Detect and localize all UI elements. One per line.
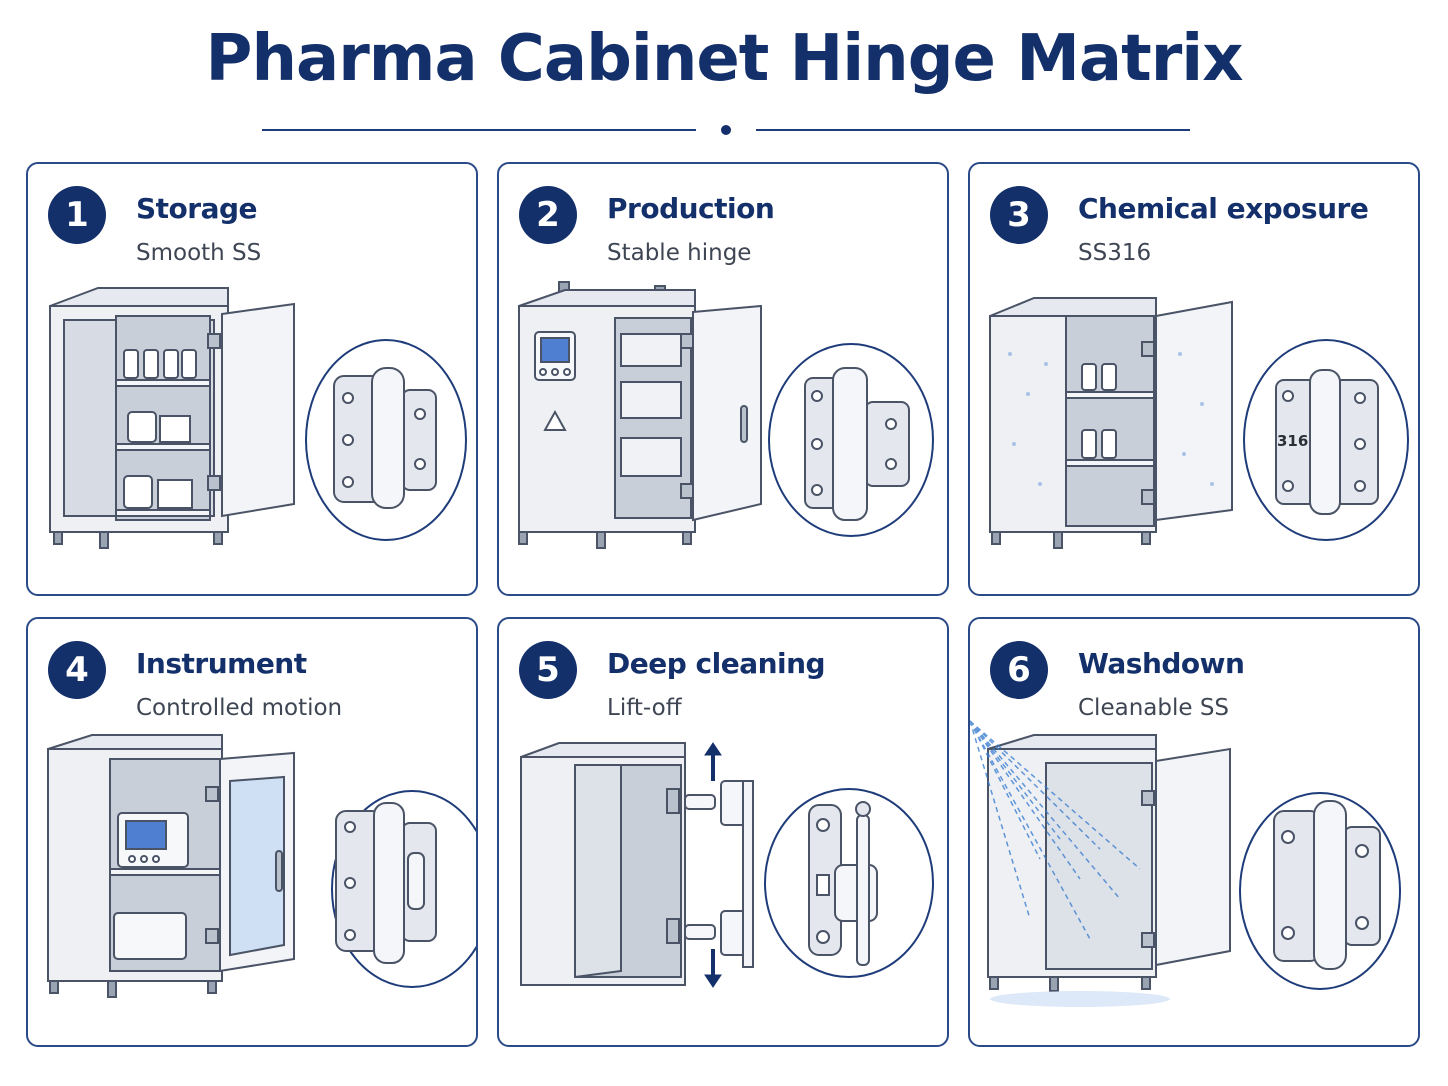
storage-cabinet-illustration — [28, 264, 476, 594]
card-deep-cleaning: 5 Deep cleaning Lift-off — [497, 617, 949, 1047]
card-number: 2 — [519, 186, 577, 244]
washdown-cabinet-illustration — [970, 719, 1418, 1045]
page-title: Pharma Cabinet Hinge Matrix — [205, 22, 1244, 96]
card-title: Washdown — [1078, 647, 1245, 680]
production-panel-illustration — [499, 264, 947, 594]
hinge-detail-icon — [1243, 339, 1409, 541]
card-title: Instrument — [136, 647, 307, 680]
card-title: Chemical exposure — [1078, 192, 1369, 225]
chemical-cabinet-illustration — [970, 264, 1418, 594]
card-subtitle: Stable hinge — [607, 240, 752, 266]
card-subtitle: Controlled motion — [136, 695, 343, 721]
hinge-detail-icon — [305, 339, 467, 541]
card-production: 2 Production Stable hinge — [497, 162, 949, 596]
card-number: 1 — [48, 186, 106, 244]
card-subtitle: SS316 — [1078, 240, 1152, 266]
card-number: 4 — [48, 641, 106, 699]
title-divider-dot — [721, 125, 731, 135]
title-divider-right — [756, 129, 1190, 131]
card-subtitle: Cleanable SS — [1078, 695, 1230, 721]
lift-off-cabinet-illustration — [499, 719, 947, 1045]
card-number: 5 — [519, 641, 577, 699]
card-number: 6 — [990, 641, 1048, 699]
card-storage: 1 Storage Smooth SS — [26, 162, 478, 596]
card-title: Storage — [136, 192, 258, 225]
hinge-grade-label: 316 — [1277, 432, 1309, 450]
card-subtitle: Smooth SS — [136, 240, 262, 266]
card-chemical-exposure: 3 Chemical exposure SS316 — [968, 162, 1420, 596]
card-title: Production — [607, 192, 775, 225]
title-divider-left — [262, 129, 696, 131]
hinge-detail-icon — [1239, 792, 1401, 990]
hinge-detail-icon — [764, 788, 934, 978]
hinge-detail-icon — [768, 343, 934, 537]
instrument-cabinet-illustration — [28, 719, 476, 1045]
card-washdown: 6 Washdown Cleanable SS — [968, 617, 1420, 1047]
card-title: Deep cleaning — [607, 647, 826, 680]
card-instrument: 4 Instrument Controlled motion — [26, 617, 478, 1047]
card-subtitle: Lift-off — [607, 695, 682, 721]
hinge-detail-icon — [331, 790, 476, 988]
card-number: 3 — [990, 186, 1048, 244]
